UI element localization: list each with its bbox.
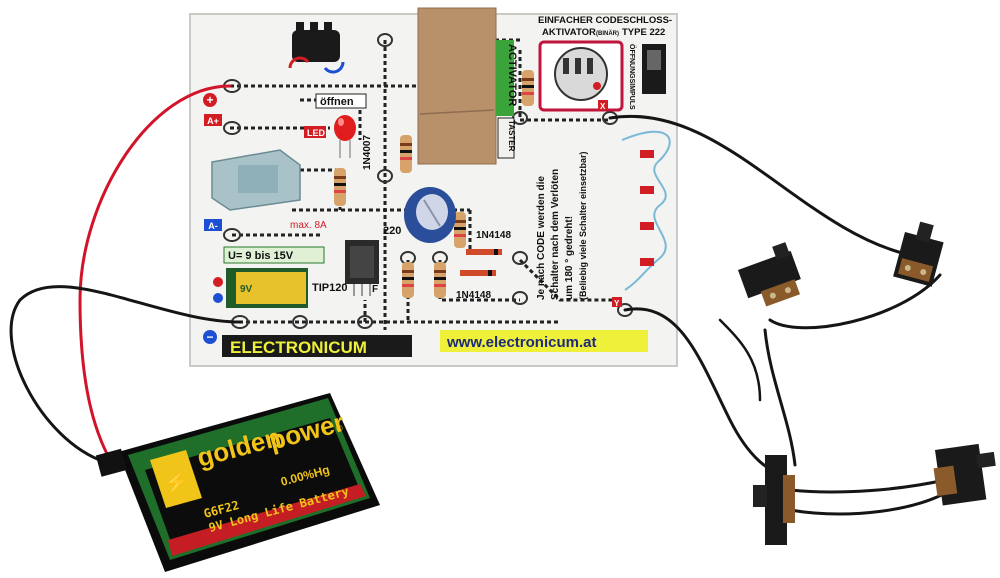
title-binary: (BINÄR) bbox=[596, 30, 619, 37]
diode-1n4007-label: 1N4007 bbox=[362, 135, 373, 170]
black-wire-battery bbox=[9, 285, 242, 464]
plus-sign: + bbox=[206, 93, 213, 107]
slide-switch-1 bbox=[893, 221, 944, 287]
transistor-f-label: F bbox=[372, 284, 378, 295]
a-plus-label: A+ bbox=[207, 116, 219, 126]
transistor-label: TIP120 bbox=[312, 282, 347, 294]
pcb-traces bbox=[230, 38, 620, 330]
max-current-label: max. 8A bbox=[290, 220, 327, 231]
cardboard-actuator bbox=[417, 7, 497, 165]
brand-label: ELECTRONICUM bbox=[230, 338, 367, 357]
minus-sign: − bbox=[206, 330, 213, 344]
x-terminal-label: X bbox=[600, 102, 606, 111]
mini-battery-label: 9V bbox=[240, 284, 253, 295]
black-wire-y bbox=[623, 307, 782, 477]
slide-switch-2 bbox=[738, 242, 801, 307]
black-wire-switch-d bbox=[788, 488, 952, 516]
diode-1n4148-a-label: 1N4148 bbox=[476, 230, 511, 241]
battery-logo-icon: ⚡ bbox=[163, 470, 190, 496]
code-note: Je nach CODE werden die Schalter nach de… bbox=[536, 151, 588, 300]
transistor bbox=[345, 240, 379, 296]
a-minus-label: A- bbox=[208, 221, 218, 231]
note-line3: um 180 ° gedreht! bbox=[564, 216, 575, 300]
title-line1: EINFACHER CODESCHLOSS- bbox=[538, 15, 672, 26]
nine-volt-battery: ⚡ golden power ® 0.00%Hg G6F22 9V Long L… bbox=[95, 393, 380, 572]
red-wire bbox=[78, 84, 232, 462]
note-line1: Je nach CODE werden die bbox=[536, 176, 547, 300]
impulse-label: ÖFFNUNGSIMPULS bbox=[628, 44, 637, 110]
black-wire-x bbox=[608, 114, 912, 257]
circuit-board: + A+ A- − max. 8A U= 9 bis 15V 9V öf bbox=[189, 7, 678, 367]
led-label: LED bbox=[307, 128, 326, 138]
black-wire-switch-c bbox=[788, 478, 947, 494]
black-wire-switch-b bbox=[763, 328, 797, 467]
slide-switch-4 bbox=[933, 443, 996, 506]
title-box: EINFACHER CODESCHLOSS- AKTIVATOR (BINÄR)… bbox=[538, 15, 672, 112]
voltage-label: U= 9 bis 15V bbox=[228, 250, 294, 262]
polarity-markers: + A+ A- − bbox=[203, 93, 222, 344]
battery-registered: ® bbox=[335, 422, 344, 433]
y-terminal-label: Y bbox=[614, 299, 620, 308]
led bbox=[334, 115, 356, 158]
capacitor-label: 220 bbox=[383, 225, 401, 237]
oeffnen-label: öffnen bbox=[320, 96, 354, 108]
black-wire-switch-a bbox=[768, 273, 942, 330]
electrolytic-capacitor bbox=[404, 187, 456, 243]
note-line4: (Beliebig viele Schalter einsetzbar) bbox=[578, 151, 588, 300]
note-line2: Schalter nach dem Verlöten bbox=[550, 169, 561, 300]
title-line2: AKTIVATOR bbox=[542, 27, 596, 38]
switch-schematic bbox=[621, 130, 671, 291]
title-type: TYPE 222 bbox=[622, 27, 665, 38]
activator-label: ACTIVATOR bbox=[506, 44, 518, 106]
lock-picture bbox=[211, 149, 301, 211]
taster-label: TASTER bbox=[507, 120, 516, 152]
motor-rotation-icon bbox=[288, 22, 345, 74]
wires bbox=[9, 84, 952, 516]
signal-diodes bbox=[460, 249, 502, 276]
diode-1n4148-b-label: 1N4148 bbox=[456, 290, 491, 301]
resistors bbox=[334, 70, 534, 298]
slide-switch-3 bbox=[753, 455, 795, 545]
black-wire-switch-e bbox=[718, 318, 762, 402]
mini-battery-picture: 9V bbox=[213, 268, 308, 308]
url-label: www.electronicum.at bbox=[446, 334, 596, 351]
